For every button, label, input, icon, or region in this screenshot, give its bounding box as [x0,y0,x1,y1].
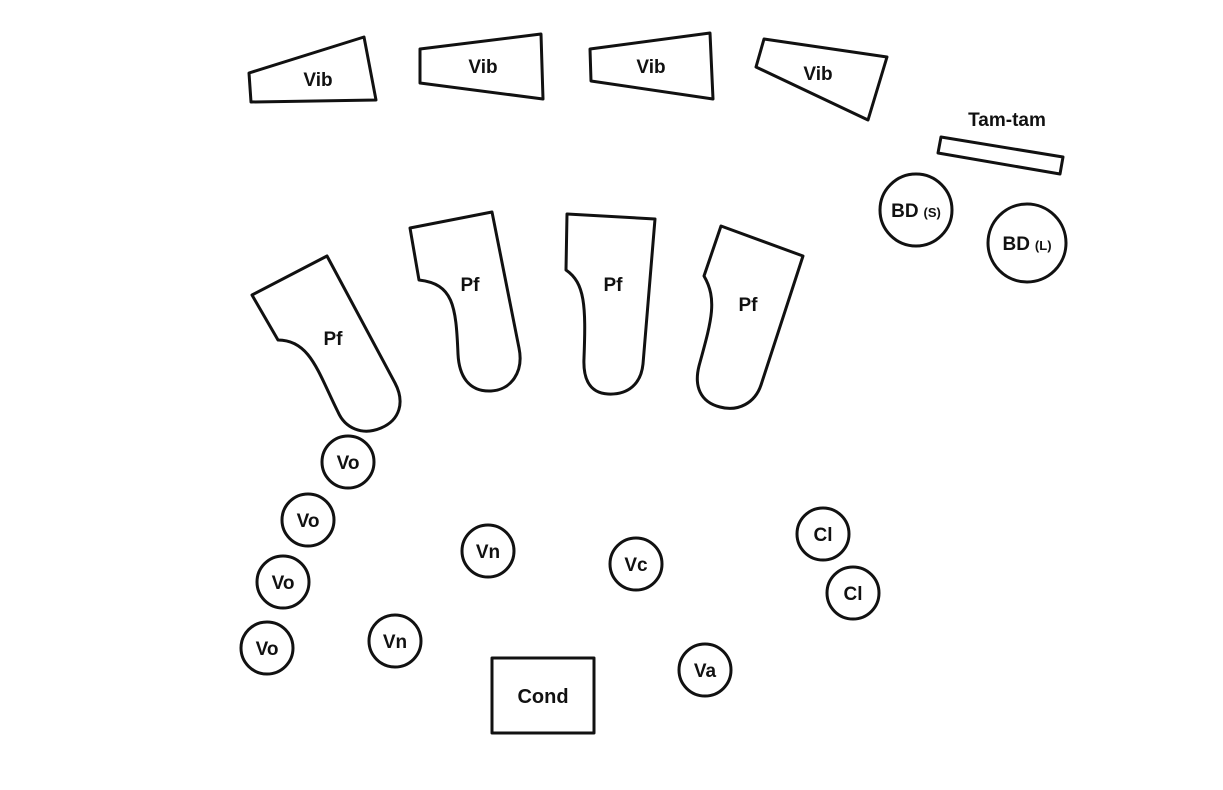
cello-label: Vc [624,555,648,576]
violin-2-label: Vn [383,632,407,653]
vibraphone-4: Vib [754,37,889,122]
voice-2-label: Vo [297,511,320,532]
tamtam: Tam-tam [936,110,1065,176]
bass-drum-small: BD(S) [878,172,954,248]
piano-3: Pf [564,212,657,396]
vibraphone-1: Vib [247,35,378,104]
vibraphone-2-label: Vib [468,57,497,78]
bass-drum-small-label: BD(S) [891,201,941,222]
violin-1-label: Vn [476,542,500,563]
vibraphone-2: Vib [418,32,545,101]
conductor-label: Cond [517,686,568,708]
voice-2: Vo [280,492,336,548]
tamtam-label: Tam-tam [968,110,1046,131]
vibraphone-3: Vib [588,31,715,101]
piano-2: Pf [408,210,522,393]
piano-3-label: Pf [604,275,624,296]
bass-drum-large-label: BD(L) [1002,234,1051,255]
voice-4: Vo [239,620,295,676]
voice-1-label: Vo [337,453,360,474]
bass-drum-large: BD(L) [986,202,1068,284]
vibraphone-1-label: Vib [303,70,332,91]
piano-4: Pf [695,224,805,410]
clarinet-1: Cl [795,506,851,562]
voice-1: Vo [320,434,376,490]
conductor: Cond [490,656,596,735]
clarinet-1-label: Cl [814,525,833,546]
viola: Va [677,642,733,698]
piano-4-label: Pf [739,295,759,316]
clarinet-2: Cl [825,565,881,621]
voice-3-label: Vo [272,573,295,594]
violin-2: Vn [367,613,423,669]
voice-3: Vo [255,554,311,610]
piano-2-label: Pf [461,275,481,296]
vibraphone-4-label: Vib [803,64,832,85]
violin-1: Vn [460,523,516,579]
vibraphone-3-label: Vib [636,57,665,78]
viola-label: Va [694,661,717,682]
piano-1: Pf [250,254,402,433]
clarinet-2-label: Cl [844,584,863,605]
piano-1-label: Pf [324,329,344,350]
cello: Vc [608,536,664,592]
voice-4-label: Vo [256,639,279,660]
